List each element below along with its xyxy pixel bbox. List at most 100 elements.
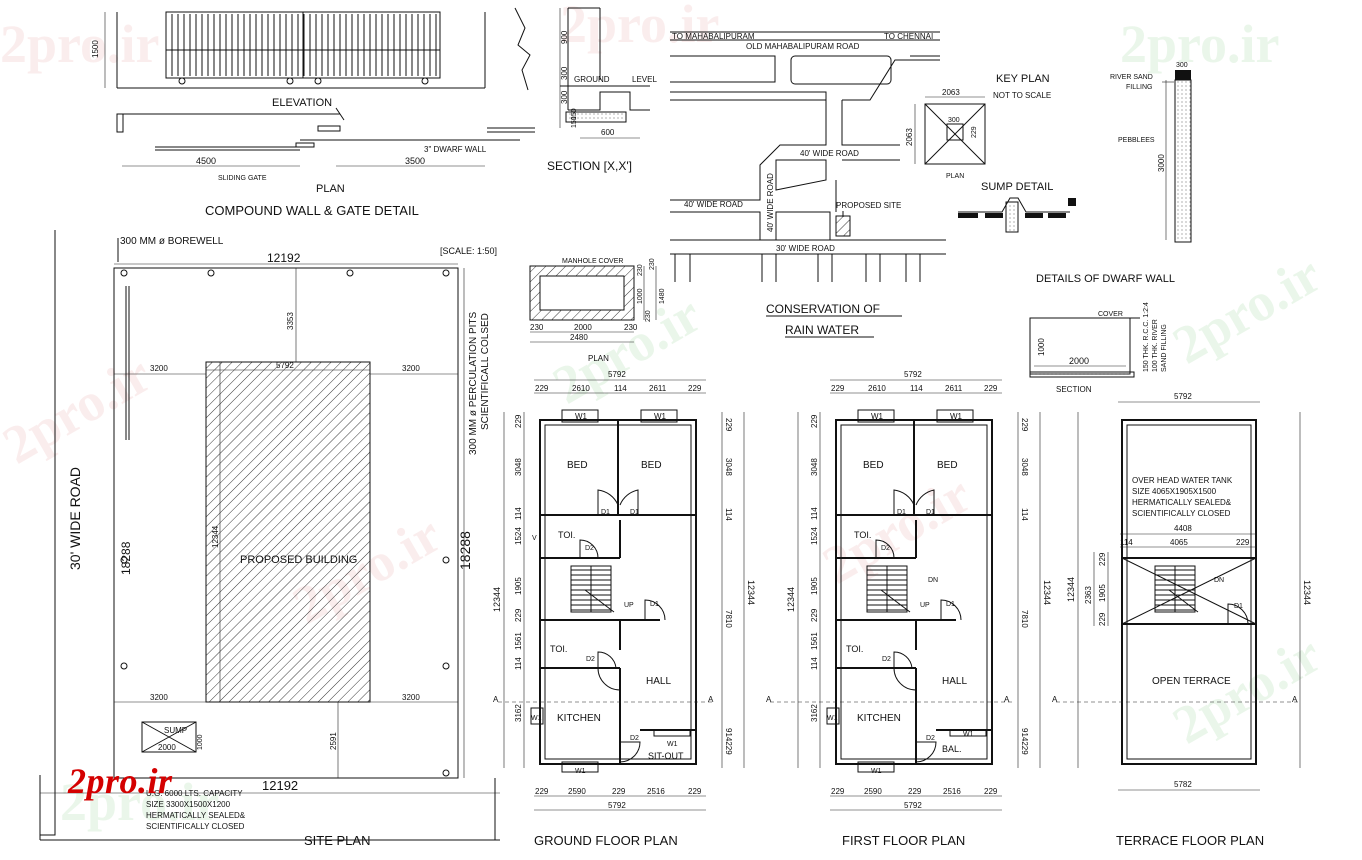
door-d2: D2 [585,545,594,552]
dwarf-wall-label: 3" DWARF WALL [424,145,487,154]
dim-3200: 3200 [402,693,420,702]
watermark: 2pro.ir [813,464,981,596]
door-d1: D1 [650,601,659,608]
door-d1: D1 [1234,603,1243,610]
stair-up: UP [920,602,930,609]
room-bed: BED [641,460,662,471]
room-toilet: TOI. [846,644,863,654]
road-40-vertical-label: 40' WIDE ROAD [766,173,775,232]
dim: 3162 [810,704,819,722]
dim-150: 150 [571,108,578,120]
first-floor-plan: 5792 229 2610 114 2611 229 W1 W1 BED BED… [766,370,1052,848]
watermark: 2pro.ir [0,344,161,476]
plan-label: PLAN [946,173,964,180]
dim-3200: 3200 [402,364,420,373]
dim-12344: 12344 [211,525,220,548]
dim-5792: 5792 [904,370,922,379]
dim-12344: 12344 [746,580,756,605]
ground-label: GROUND [574,75,610,84]
dim: 1561 [514,632,523,650]
dim-12344: 12344 [786,587,796,612]
ugt-note: HERMATICALLY SEALED& [146,811,246,820]
dim-5782: 5782 [1174,780,1192,789]
dim: 1524 [810,527,819,545]
dim-300: 300 [560,90,569,104]
section-marker-a: A [1052,695,1058,704]
dim: 2611 [649,384,667,393]
dim-1500: 1500 [91,40,100,58]
watermark: 2pro.ir [1120,14,1280,74]
proposed-site-label: PROPOSED SITE [836,201,901,210]
first-floor-title: FIRST FLOOR PLAN [842,833,965,848]
watermark: 2pro.ir [1163,624,1331,756]
dim: 3048 [724,458,733,476]
room-kitchen: KITCHEN [557,713,601,724]
window-w1: W1 [963,731,974,738]
dim: 2610 [868,384,886,393]
dim-230: 230 [530,323,544,332]
room-hall: HALL [942,676,967,687]
rain-water-title-1: CONSERVATION OF [766,302,880,316]
section-label: SECTION [1056,385,1092,394]
dim-5792: 5792 [276,361,294,370]
room-balcony: BAL. [942,744,962,754]
tank-note: SIZE 4065X1905X1500 [1132,487,1217,496]
door-d1: D1 [630,509,639,516]
window-w1: W1 [531,715,542,722]
rcc-note: 150 THK. R.C.C. 1:2:4 [1143,302,1150,372]
dim: 2590 [864,787,882,796]
dim-3200: 3200 [150,364,168,373]
dim: 1561 [810,632,819,650]
dim: 229 [984,384,998,393]
dim: 914229 [724,728,733,755]
dim: 114 [1020,508,1029,521]
dim: 229 [514,414,523,428]
room-toilet: TOI. [854,530,871,540]
brand-logo: 2pro.ir [68,761,173,801]
dim-229: 229 [971,126,978,138]
dim-1000: 1000 [637,288,644,304]
window-w1: W1 [950,412,963,421]
dim: 229 [810,608,819,622]
door-d2: D2 [881,545,890,552]
section-marker-a: A [708,695,714,704]
dim: 114 [514,657,523,670]
window-w1: W1 [575,412,588,421]
key-plan-detail: KEY PLAN NOT TO SCALE 2063 2063 300 229 … [905,73,1076,233]
window-w1: W1 [871,412,884,421]
dim: 229 [688,787,702,796]
percolation-pits-note: SCIENTIFICALL COLSED [480,313,491,430]
sump-label: SUMP [164,726,187,735]
site-plan: 300 MM ø BOREWELL [SCALE: 1:50] 12192 33… [39,230,500,848]
ventilator-v: V [532,535,537,542]
level-label: LEVEL [632,75,657,84]
site-plan-title: SITE PLAN [304,833,370,848]
section-marker-a: A [1292,695,1298,704]
dim-4065: 4065 [1170,538,1188,547]
to-mahabalipuram-label: TO MAHABALIPURAM [672,32,755,41]
dim: 914229 [1020,728,1029,755]
dwarf-wall-detail: RIVER SAND FILLING 300 PEBBLEES 3000 DET… [1029,62,1192,394]
sump-detail-title: SUMP DETAIL [981,181,1053,193]
not-to-scale-note: NOT TO SCALE [993,91,1051,100]
door-d2: D2 [630,735,639,742]
tank-note: HERMATICALLY SEALED& [1132,498,1232,507]
compound-wall-detail: 1500 ELEVATION 3" DWARF WALL 4500 3500 S… [91,7,535,218]
sliding-gate-label: SLIDING GATE [218,175,267,182]
room-toilet: TOI. [550,644,567,654]
watermark: 2pro.ir [60,772,220,832]
dim: 2610 [572,384,590,393]
dim-5792: 5792 [1174,392,1192,401]
dim-12192-bottom: 12192 [262,778,298,793]
stair-up: UP [624,602,634,609]
dim-229: 229 [1098,552,1107,566]
dim-2480: 2480 [570,333,588,342]
section-marker-a: A [766,695,772,704]
dim: 229 [535,384,549,393]
room-toilet: TOI. [558,530,575,540]
dim-3000: 3000 [1157,154,1166,172]
key-plan-title: KEY PLAN [996,73,1050,85]
dim: 3048 [1020,458,1029,476]
dim: 3048 [810,458,819,476]
door-d1: D1 [897,509,906,516]
